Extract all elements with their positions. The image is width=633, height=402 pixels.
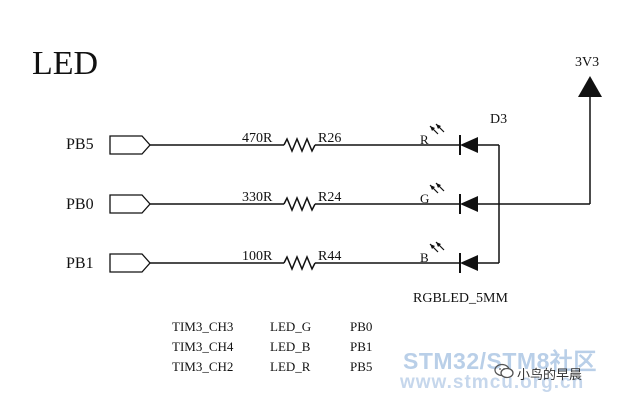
table-cell: LED_B — [270, 339, 311, 354]
diode-green-triangle — [460, 196, 478, 212]
table-cell: LED_R — [270, 359, 311, 374]
port-label-pb1: PB1 — [66, 255, 94, 272]
resistor-value-330r: 330R — [242, 190, 273, 205]
resistor-r26 — [283, 137, 316, 153]
channel-row-pb0: PB0 330R R24 G — [66, 182, 499, 214]
led-pin-r: R — [420, 132, 429, 147]
power-arrow-symbol — [578, 76, 602, 97]
timer-mapping-table: TIM3_CH3 LED_G PB0 TIM3_CH4 LED_B PB1 TI… — [172, 319, 372, 374]
diode-red-triangle — [460, 137, 478, 153]
port-connector-pb5 — [109, 135, 151, 155]
led-pin-g: G — [420, 191, 429, 206]
table-cell: TIM3_CH3 — [172, 319, 233, 334]
table-cell: LED_G — [270, 319, 311, 334]
schematic-title: LED — [32, 45, 98, 82]
resistor-value-100r: 100R — [242, 249, 273, 264]
channel-row-pb5: PB5 470R R26 R — [66, 123, 499, 155]
diode-blue-triangle — [460, 255, 478, 271]
table-cell: PB1 — [350, 339, 372, 354]
table-cell: PB5 — [350, 359, 372, 374]
emission-arrows-green — [429, 182, 445, 194]
led-pin-b: B — [420, 250, 429, 265]
resistor-r24 — [283, 196, 316, 212]
port-connector-pb1 — [109, 253, 151, 273]
port-connector-pb0 — [109, 194, 151, 214]
resistor-ref-r44: R44 — [318, 249, 341, 264]
table-cell: TIM3_CH2 — [172, 359, 233, 374]
led-part-name: RGBLED_5MM — [413, 291, 508, 306]
led-designator: D3 — [490, 112, 507, 127]
resistor-ref-r26: R26 — [318, 131, 341, 146]
table-cell: TIM3_CH4 — [172, 339, 234, 354]
port-label-pb5: PB5 — [66, 136, 94, 153]
table-cell: PB0 — [350, 319, 372, 334]
watermark-wechat-account: 小鸟的早晨 — [517, 368, 583, 383]
emission-arrows-red — [429, 123, 445, 135]
resistor-ref-r24: R24 — [318, 190, 341, 205]
resistor-r44 — [283, 255, 316, 271]
port-label-pb0: PB0 — [66, 196, 94, 213]
watermark-url: www.stmcu.org.cn — [400, 372, 585, 393]
power-label: 3V3 — [575, 55, 599, 70]
channel-row-pb1: PB1 100R R44 B — [66, 241, 499, 273]
emission-arrows-blue — [429, 241, 445, 253]
wechat-icon — [494, 363, 514, 379]
resistor-value-470r: 470R — [242, 131, 273, 146]
